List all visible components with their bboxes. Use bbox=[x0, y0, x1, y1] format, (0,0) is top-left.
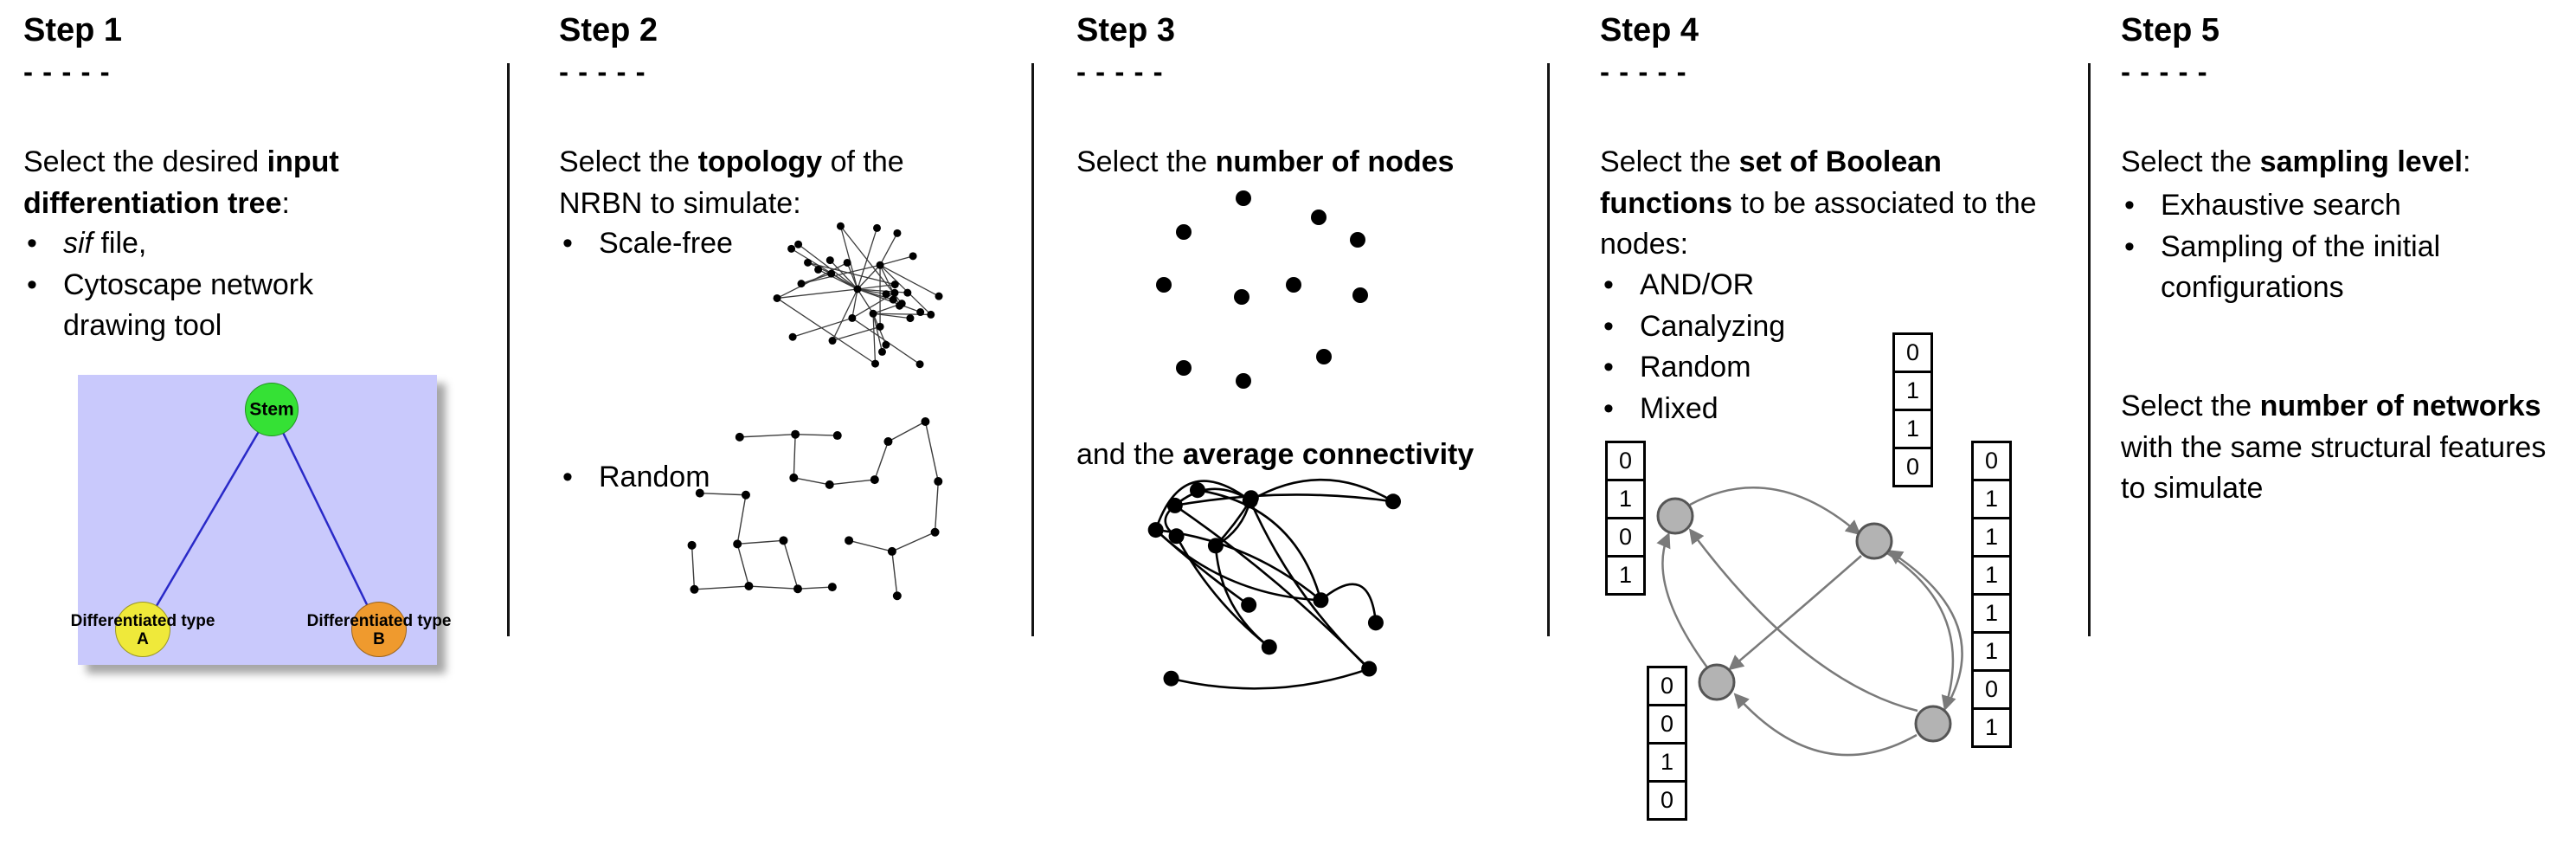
bullet-exhaustive-search: •Exhaustive search bbox=[2121, 185, 2536, 227]
truth-table-cell: 0 bbox=[1647, 780, 1687, 821]
bullet-icon: • bbox=[2124, 189, 2135, 222]
bullet-random: •Random bbox=[1600, 347, 1946, 389]
topology-option-random: •Random bbox=[559, 457, 858, 499]
step-1-bullet-list: •sif file, •Cytoscape network drawing to… bbox=[23, 223, 369, 347]
bullet-canalyzing: •Canalyzing bbox=[1600, 306, 1946, 348]
network-arrow bbox=[1688, 528, 1918, 712]
random-network-image bbox=[687, 417, 943, 601]
network-arrow bbox=[1656, 532, 1709, 668]
network-node bbox=[1698, 663, 1736, 701]
step-2-title: Step 2 bbox=[559, 12, 658, 48]
truth-table-cell: 1 bbox=[1971, 707, 2012, 748]
truth-table-cell: 1 bbox=[1971, 555, 2012, 596]
network-arrow bbox=[1689, 487, 1861, 536]
step-4-intro: Select the set of Boolean functions to b… bbox=[1600, 145, 2037, 261]
bullet-icon: • bbox=[1603, 309, 1614, 343]
step-4-title: Step 4 bbox=[1600, 12, 1699, 48]
truth-table-cell: 1 bbox=[1892, 371, 1933, 411]
step-3-title: Step 3 bbox=[1076, 12, 1176, 48]
truth-table-cell: 0 bbox=[1892, 447, 1933, 487]
step-1-dashes: - - - - - bbox=[23, 55, 111, 87]
truth-table-cell: 1 bbox=[1971, 631, 2012, 672]
step-5-title: Step 5 bbox=[2121, 12, 2220, 48]
bullet-icon: • bbox=[1603, 351, 1614, 384]
column-divider bbox=[2088, 63, 2091, 636]
network-node bbox=[1855, 522, 1893, 560]
truth-table-cell: 0 bbox=[1971, 669, 2012, 710]
network-arrow bbox=[1733, 693, 1918, 757]
step-2-dashes: - - - - - bbox=[559, 55, 646, 87]
network-node bbox=[1914, 705, 1952, 743]
truth-table-cell: 1 bbox=[1647, 742, 1687, 783]
column-divider bbox=[507, 63, 510, 636]
step-5-bullet-list: •Exhaustive search •Sampling of the init… bbox=[2121, 185, 2536, 309]
bullet-icon: • bbox=[562, 227, 573, 260]
truth-table-cell: 0 bbox=[1647, 704, 1687, 745]
bullet-and-or: •AND/OR bbox=[1600, 265, 1946, 306]
step-5-dashes: - - - - - bbox=[2121, 55, 2208, 87]
network-arrow bbox=[1728, 555, 1862, 671]
bullet-icon: • bbox=[27, 268, 37, 301]
step-3-text-nodes: Select the number of nodes bbox=[1076, 145, 1455, 178]
type-b-node-label: Differentiated type B bbox=[306, 612, 452, 648]
network-node bbox=[1656, 497, 1694, 535]
column-divider bbox=[1031, 63, 1034, 636]
bullet-sampling-initial-configurations: •Sampling of the initial configurations bbox=[2121, 227, 2536, 309]
truth-table-cell: 1 bbox=[1971, 479, 2012, 519]
truth-table-cell: 1 bbox=[1605, 479, 1646, 519]
step-4-dashes: - - - - - bbox=[1600, 55, 1687, 87]
differentiation-tree-image: Stem Differentiated type A Differentiate… bbox=[71, 375, 451, 665]
step-5-networks-text: Select the number of networks with the s… bbox=[2121, 390, 2547, 506]
network-arrow bbox=[1887, 550, 1963, 708]
step-1-title: Step 1 bbox=[23, 12, 123, 48]
step-1-intro: Select the desired input differentiation… bbox=[23, 145, 339, 220]
truth-table-cell: 1 bbox=[1605, 555, 1646, 596]
truth-table-cell: 0 bbox=[1605, 517, 1646, 558]
tree-edge bbox=[270, 409, 381, 630]
step-2-intro: Select the topology of the NRBN to simul… bbox=[559, 145, 904, 220]
stem-node bbox=[245, 383, 299, 436]
scale-free-network-image bbox=[773, 222, 943, 369]
bullet-icon: • bbox=[2124, 229, 2135, 263]
differentiated-type-a-node bbox=[115, 602, 170, 657]
truth-table-cell: 0 bbox=[1971, 441, 2012, 481]
truth-table-cell: 1 bbox=[1892, 409, 1933, 449]
differentiated-type-b-node bbox=[351, 602, 407, 657]
nodes-dots-image bbox=[1156, 190, 1368, 389]
column-divider bbox=[1547, 63, 1550, 636]
step-5-intro: Select the sampling level: bbox=[2121, 145, 2471, 178]
step-3-text-connectivity: and the average connectivity bbox=[1076, 438, 1474, 471]
truth-table-cell: 1 bbox=[1971, 517, 2012, 558]
connectivity-network-image bbox=[1147, 478, 1402, 690]
step-3-dashes: - - - - - bbox=[1076, 55, 1164, 87]
bullet-cytoscape: •Cytoscape network drawing tool bbox=[23, 265, 369, 347]
step-4-bullet-list: •AND/OR •Canalyzing •Random •Mixed bbox=[1600, 265, 1946, 429]
tree-edges bbox=[141, 409, 381, 630]
truth-table-cell: 0 bbox=[1605, 441, 1646, 481]
bullet-icon: • bbox=[1603, 268, 1614, 301]
network-arrow bbox=[1886, 551, 1956, 712]
truth-table-cell: 1 bbox=[1971, 593, 2012, 634]
bullet-sif-file: •sif file, bbox=[23, 223, 369, 265]
bullet-icon: • bbox=[562, 460, 573, 493]
topology-option-scale-free: •Scale-free bbox=[559, 223, 858, 265]
stem-node-label: Stem bbox=[249, 399, 294, 420]
type-a-node-label: Differentiated type A bbox=[70, 612, 215, 648]
tree-edge bbox=[141, 409, 273, 630]
truth-table-cell: 0 bbox=[1647, 666, 1687, 706]
truth-table-cell: 0 bbox=[1892, 332, 1933, 373]
bullet-mixed: •Mixed bbox=[1600, 389, 1946, 430]
bullet-icon: • bbox=[1603, 391, 1614, 425]
bullet-icon: • bbox=[27, 227, 37, 260]
step-2-column: Step 2 - - - - - Select the topology of … bbox=[559, 12, 1009, 601]
boolean-network-graph bbox=[1656, 487, 1963, 757]
